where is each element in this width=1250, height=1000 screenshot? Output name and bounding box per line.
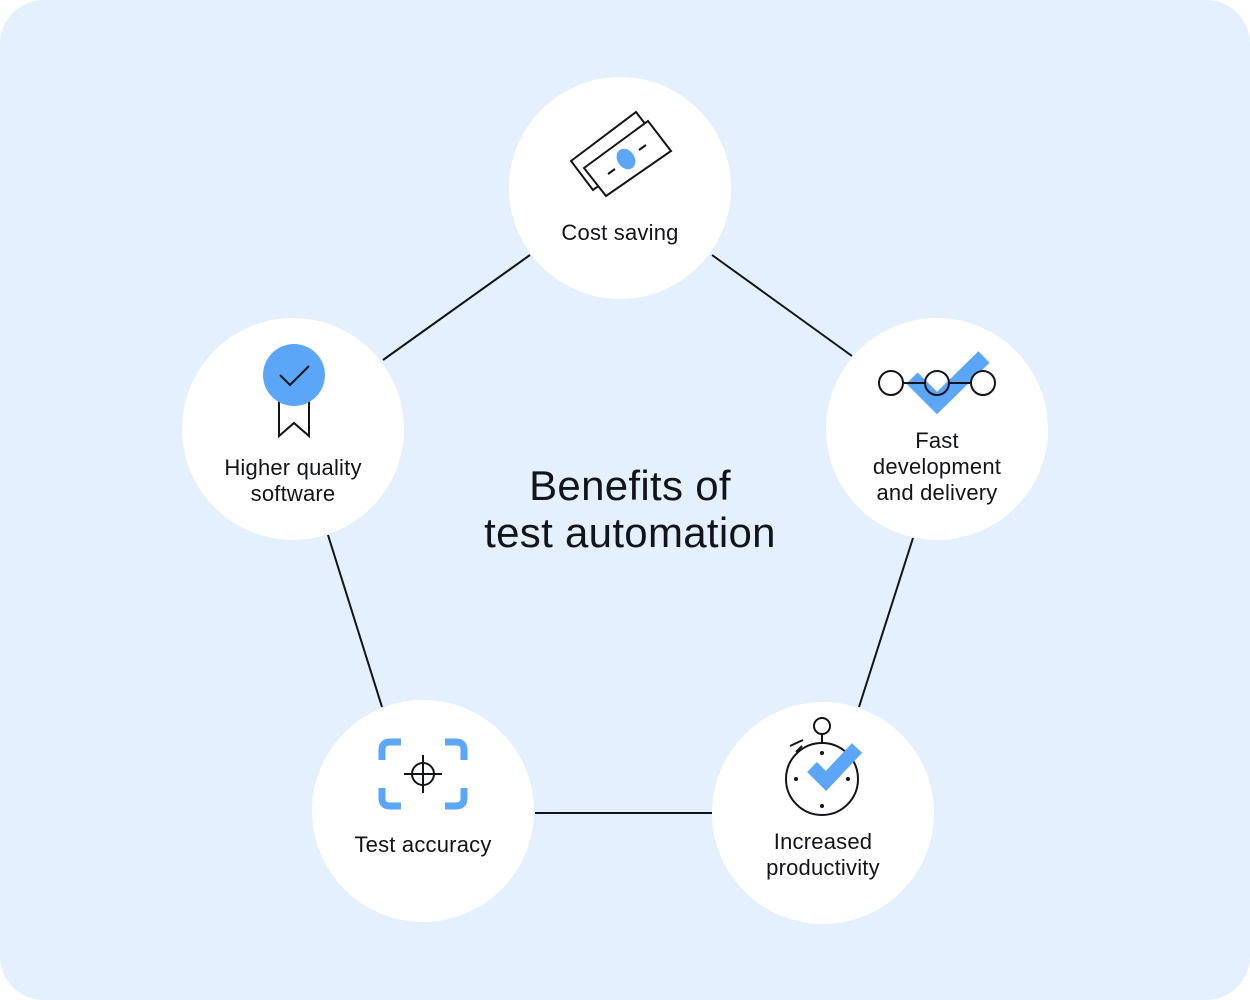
connector-quality-cost	[382, 254, 531, 361]
target-crosshair-icon	[378, 738, 468, 810]
benefit-node-higher-quality: Higher quality software	[182, 318, 404, 540]
benefit-node-cost-saving: Cost saving	[509, 77, 731, 299]
money-bills-icon	[569, 110, 673, 198]
connector-fast-productivity	[858, 537, 914, 708]
diagram-title: Benefits of test automation	[484, 462, 776, 556]
benefit-label-higher-quality: Higher quality software	[224, 455, 362, 506]
benefit-node-increased-productivity: Increased productivity	[712, 702, 934, 924]
benefit-label-increased-productivity: Increased productivity	[766, 829, 880, 880]
benefit-label-fast-development: Fast development and delivery	[872, 428, 1002, 505]
benefit-node-test-accuracy: Test accuracy	[312, 700, 534, 922]
benefit-node-fast-development: Fast development and delivery	[826, 318, 1048, 540]
connector-accuracy-quality	[327, 534, 383, 708]
connector-cost-fast	[711, 254, 853, 357]
pipeline-check-icon	[878, 351, 996, 415]
stopwatch-check-icon	[785, 717, 863, 816]
benefit-label-test-accuracy: Test accuracy	[354, 832, 492, 857]
benefit-label-cost-saving: Cost saving	[561, 220, 679, 245]
award-badge-icon	[263, 344, 325, 439]
